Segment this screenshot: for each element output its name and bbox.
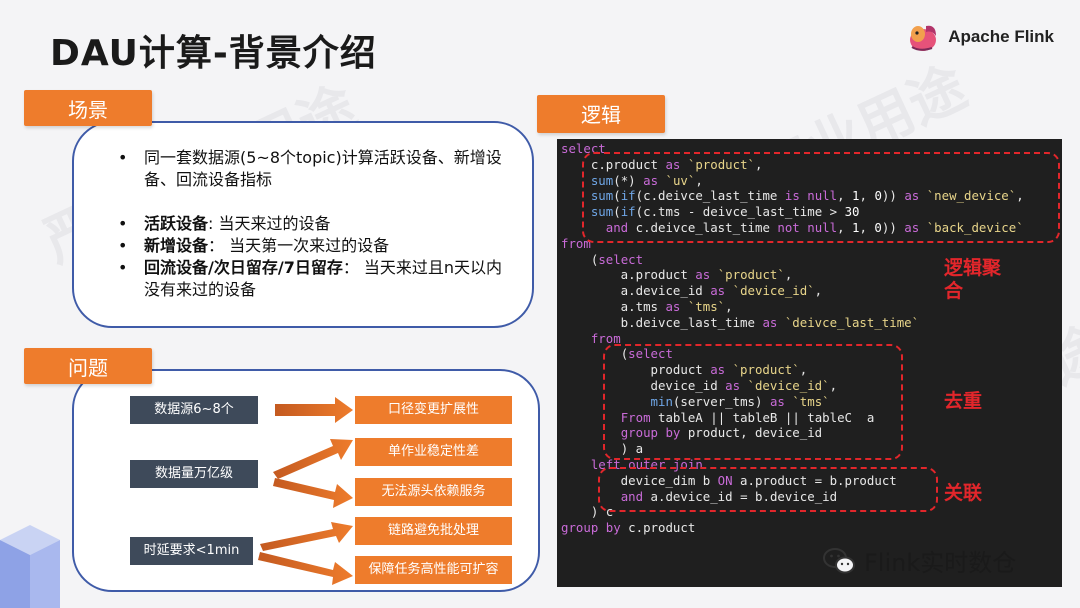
code-line: sum(if(c.tms - deivce_last_time > 30 xyxy=(590,204,860,220)
code-line: a.device_id as `device_id`, xyxy=(561,283,823,299)
code-line: ) a xyxy=(620,441,644,457)
page-title: DAU计算-背景介绍 xyxy=(50,33,377,74)
code-line: a.product as `product`, xyxy=(561,267,793,283)
effect-item: 保障任务高性能可扩容 xyxy=(355,556,512,584)
list-item: 同一套数据源(5~8个topic)计算活跃设备、新增设备、回流设备指标 xyxy=(118,147,518,191)
footer-text: Flink实时数仓 xyxy=(864,549,1017,577)
arrow-icon xyxy=(275,397,353,423)
footer-brand: Flink实时数仓 xyxy=(822,543,1016,578)
code-line: device_dim b ON a.product = b.product xyxy=(561,472,897,488)
highlight-aggregation xyxy=(582,152,1060,243)
code-line: a.tms as `tms`, xyxy=(561,298,733,314)
code-line: (select xyxy=(620,346,673,362)
brand-name: Apache Flink xyxy=(948,27,1054,46)
cause-latency: 时延要求<1min xyxy=(130,537,253,565)
code-line: and a.device_id = b.device_id xyxy=(620,488,838,504)
effect-item: 链路避免批处理 xyxy=(355,517,512,545)
list-item: 回流设备/次日留存/7日留存： 当天来过且n天以内没有来过的设备 xyxy=(118,257,518,301)
sql-code: select c.product as `product`, sum(*) as… xyxy=(561,141,1024,536)
cause-data-sources: 数据源6~8个 xyxy=(130,396,258,424)
list-item: 新增设备： 当天第一次来过的设备 xyxy=(118,235,518,257)
cause-data-volume: 数据量万亿级 xyxy=(130,460,258,488)
scene-label: 场景 xyxy=(24,90,152,126)
code-line: group by product, device_id xyxy=(620,425,823,441)
flink-squirrel-icon xyxy=(910,25,937,51)
scene-list: 同一套数据源(5~8个topic)计算活跃设备、新增设备、回流设备指标 活跃设备… xyxy=(118,147,518,301)
code-line: (select xyxy=(590,251,644,267)
problem-label: 问题 xyxy=(24,348,152,384)
code-line: group by c.product xyxy=(561,520,696,536)
code-line: sum(*) as `uv`, xyxy=(590,172,703,188)
code-line: from xyxy=(590,330,621,346)
highlight-join xyxy=(598,467,938,512)
code-line: device_id as `device_id`, xyxy=(561,377,838,393)
effect-item: 无法源头依赖服务 xyxy=(355,478,512,506)
wechat-icon xyxy=(823,547,855,573)
brand: Apache Flink xyxy=(906,20,1054,54)
code-line: product as `product`, xyxy=(561,362,808,378)
list-item: 活跃设备: 当天来过的设备 xyxy=(118,213,518,235)
decorative-blocks-icon xyxy=(0,525,60,608)
code-line: c.product as `product`, xyxy=(561,156,763,172)
code-line: sum(if(c.deivce_last_time is null, 1, 0)… xyxy=(590,188,1024,204)
annotation-dedup: 去重 xyxy=(944,390,983,412)
annotation-join: 关联 xyxy=(944,482,983,504)
effect-item: 口径变更扩展性 xyxy=(355,396,512,424)
code-line: and c.deivce_last_time not null, 1, 0)) … xyxy=(605,219,1024,235)
problem-arrows xyxy=(258,397,353,585)
highlight-dedup xyxy=(603,344,903,460)
code-line: b.deivce_last_time as `deivce_last_time` xyxy=(561,314,920,330)
code-line: From tableA || tableB || tableC a xyxy=(620,409,875,425)
sql-code-panel: select c.product as `product`, sum(*) as… xyxy=(557,139,1062,587)
code-line: from xyxy=(561,235,591,251)
effect-item: 单作业稳定性差 xyxy=(355,438,512,466)
annotation-aggregation: 逻辑聚合 xyxy=(944,257,1002,302)
logic-label: 逻辑 xyxy=(537,95,665,133)
code-line: min(server_tms) as `tms` xyxy=(650,393,830,409)
